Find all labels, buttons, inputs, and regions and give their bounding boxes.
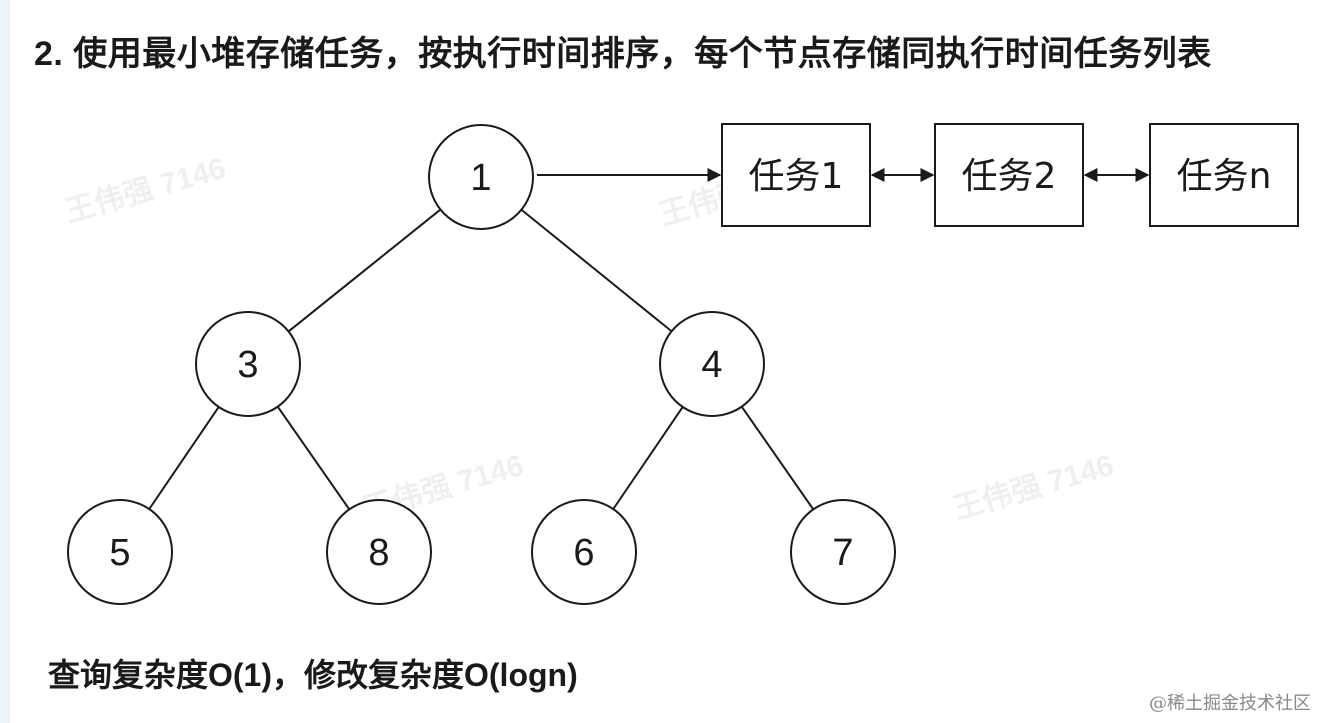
task-box-t1: 任务1 — [721, 123, 871, 227]
heap-node-circle — [428, 124, 534, 230]
heap-node-circle — [531, 499, 637, 605]
task-box-label: 任务2 — [962, 156, 1057, 197]
heap-node-circle — [67, 499, 173, 605]
task-box-t2: 任务2 — [934, 123, 1084, 227]
task-box-tn: 任务n — [1149, 123, 1299, 227]
heap-node-label: 6 — [573, 532, 594, 574]
tree-edge-n4-n7 — [740, 406, 815, 510]
heap-node-7: 7 — [790, 499, 896, 605]
heap-node-circle — [195, 311, 301, 417]
heap-node-circle — [790, 499, 896, 605]
heap-node-1: 1 — [428, 124, 534, 230]
tree-nodes: 1 3 4 5 8 6 7 — [67, 124, 896, 605]
tree-edges — [148, 208, 815, 510]
diagram-heading: 2. 使用最小堆存储任务，按执行时间排序，每个节点存储同执行时间任务列表 — [34, 35, 1212, 73]
heap-node-label: 3 — [237, 344, 258, 386]
complexity-note: 查询复杂度O(1)，修改复杂度O(logn) — [48, 657, 578, 693]
heap-node-label: 7 — [832, 532, 853, 574]
task-box-rect — [934, 123, 1084, 227]
heap-node-8: 8 — [326, 499, 432, 605]
source-credit: @稀土掘金技术社区 — [1149, 693, 1311, 714]
heap-node-6: 6 — [531, 499, 637, 605]
heap-node-label: 5 — [109, 532, 130, 574]
heap-node-circle — [326, 499, 432, 605]
heap-node-label: 4 — [701, 344, 722, 386]
tree-edge-n1-n3 — [287, 208, 442, 333]
task-box-label: 任务n — [1177, 156, 1272, 197]
tree-edge-n1-n4 — [520, 208, 673, 333]
task-box-label: 任务1 — [749, 156, 844, 197]
heap-node-label: 1 — [470, 157, 491, 199]
tree-edge-n3-n5 — [148, 406, 220, 510]
task-list: 任务1 任务2 任务n — [721, 123, 1299, 227]
task-box-rect — [721, 123, 871, 227]
task-box-rect — [1149, 123, 1299, 227]
tree-edge-n3-n8 — [276, 406, 351, 510]
heap-node-3: 3 — [195, 311, 301, 417]
heap-node-circle — [659, 311, 765, 417]
heap-node-label: 8 — [368, 532, 389, 574]
left-edge-strip — [0, 0, 10, 723]
tree-edge-n4-n6 — [612, 406, 684, 510]
heap-node-4: 4 — [659, 311, 765, 417]
heap-node-5: 5 — [67, 499, 173, 605]
